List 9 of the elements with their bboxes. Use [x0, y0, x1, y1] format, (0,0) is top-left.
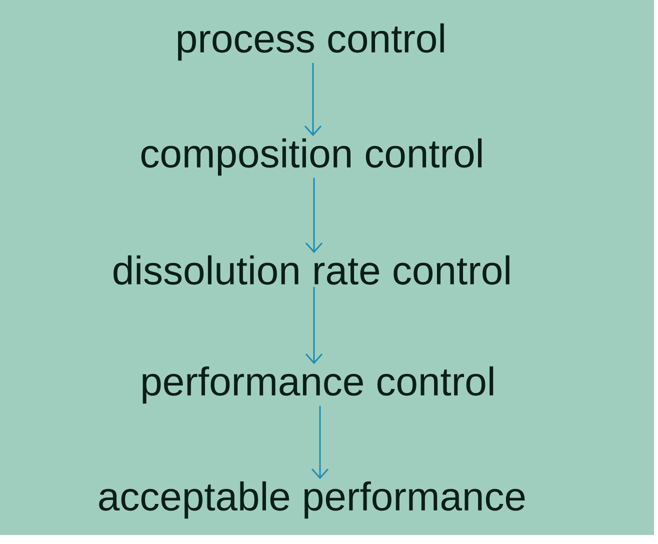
arrow [304, 62, 322, 136]
arrow [305, 286, 323, 364]
step-label: acceptable performance [99, 481, 525, 519]
step-label: dissolution rate control [114, 255, 510, 285]
step-label: composition control [141, 138, 482, 176]
step-label: process control [178, 23, 444, 61]
arrow [311, 406, 329, 480]
arrow [305, 178, 323, 254]
step-label: performance control [142, 366, 494, 404]
